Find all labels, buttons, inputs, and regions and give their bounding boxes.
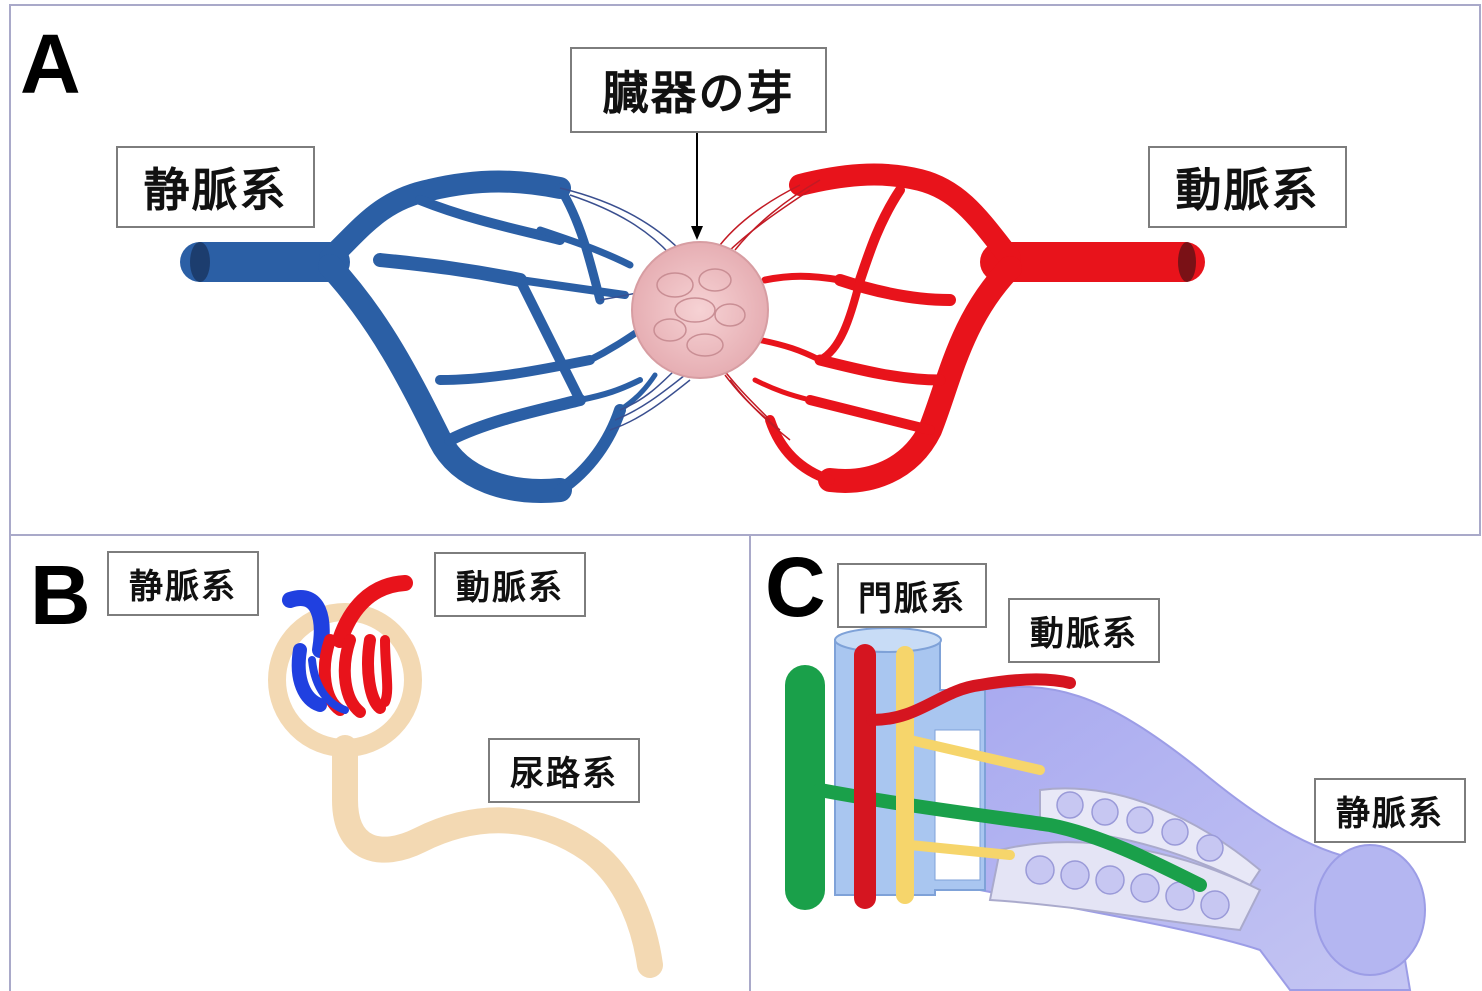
panel-b-vein-label: 静脈系	[107, 551, 259, 616]
panel-c-portal-label: 門脈系	[837, 563, 987, 628]
panel-b-artery-label: 動脈系	[434, 552, 586, 617]
organ-bud-label: 臓器の芽	[570, 47, 827, 133]
panel-a-organ-bud	[632, 242, 768, 378]
panel-c-letter: C	[765, 545, 826, 629]
panel-a-vein-label: 静脈系	[116, 146, 315, 228]
panel-c-vein-label: 静脈系	[1314, 778, 1466, 843]
panel-c-artery-label: 動脈系	[1008, 598, 1160, 663]
panel-a-bud-arrow	[691, 130, 703, 240]
panel-b-urinary-label: 尿路系	[488, 738, 640, 803]
panel-a-artery-network	[755, 175, 1196, 481]
panel-a-artery-label: 動脈系	[1148, 146, 1347, 228]
panel-b-glomerulus	[290, 583, 405, 712]
panel-a-letter: A	[20, 22, 81, 106]
panel-b-letter: B	[30, 553, 91, 637]
